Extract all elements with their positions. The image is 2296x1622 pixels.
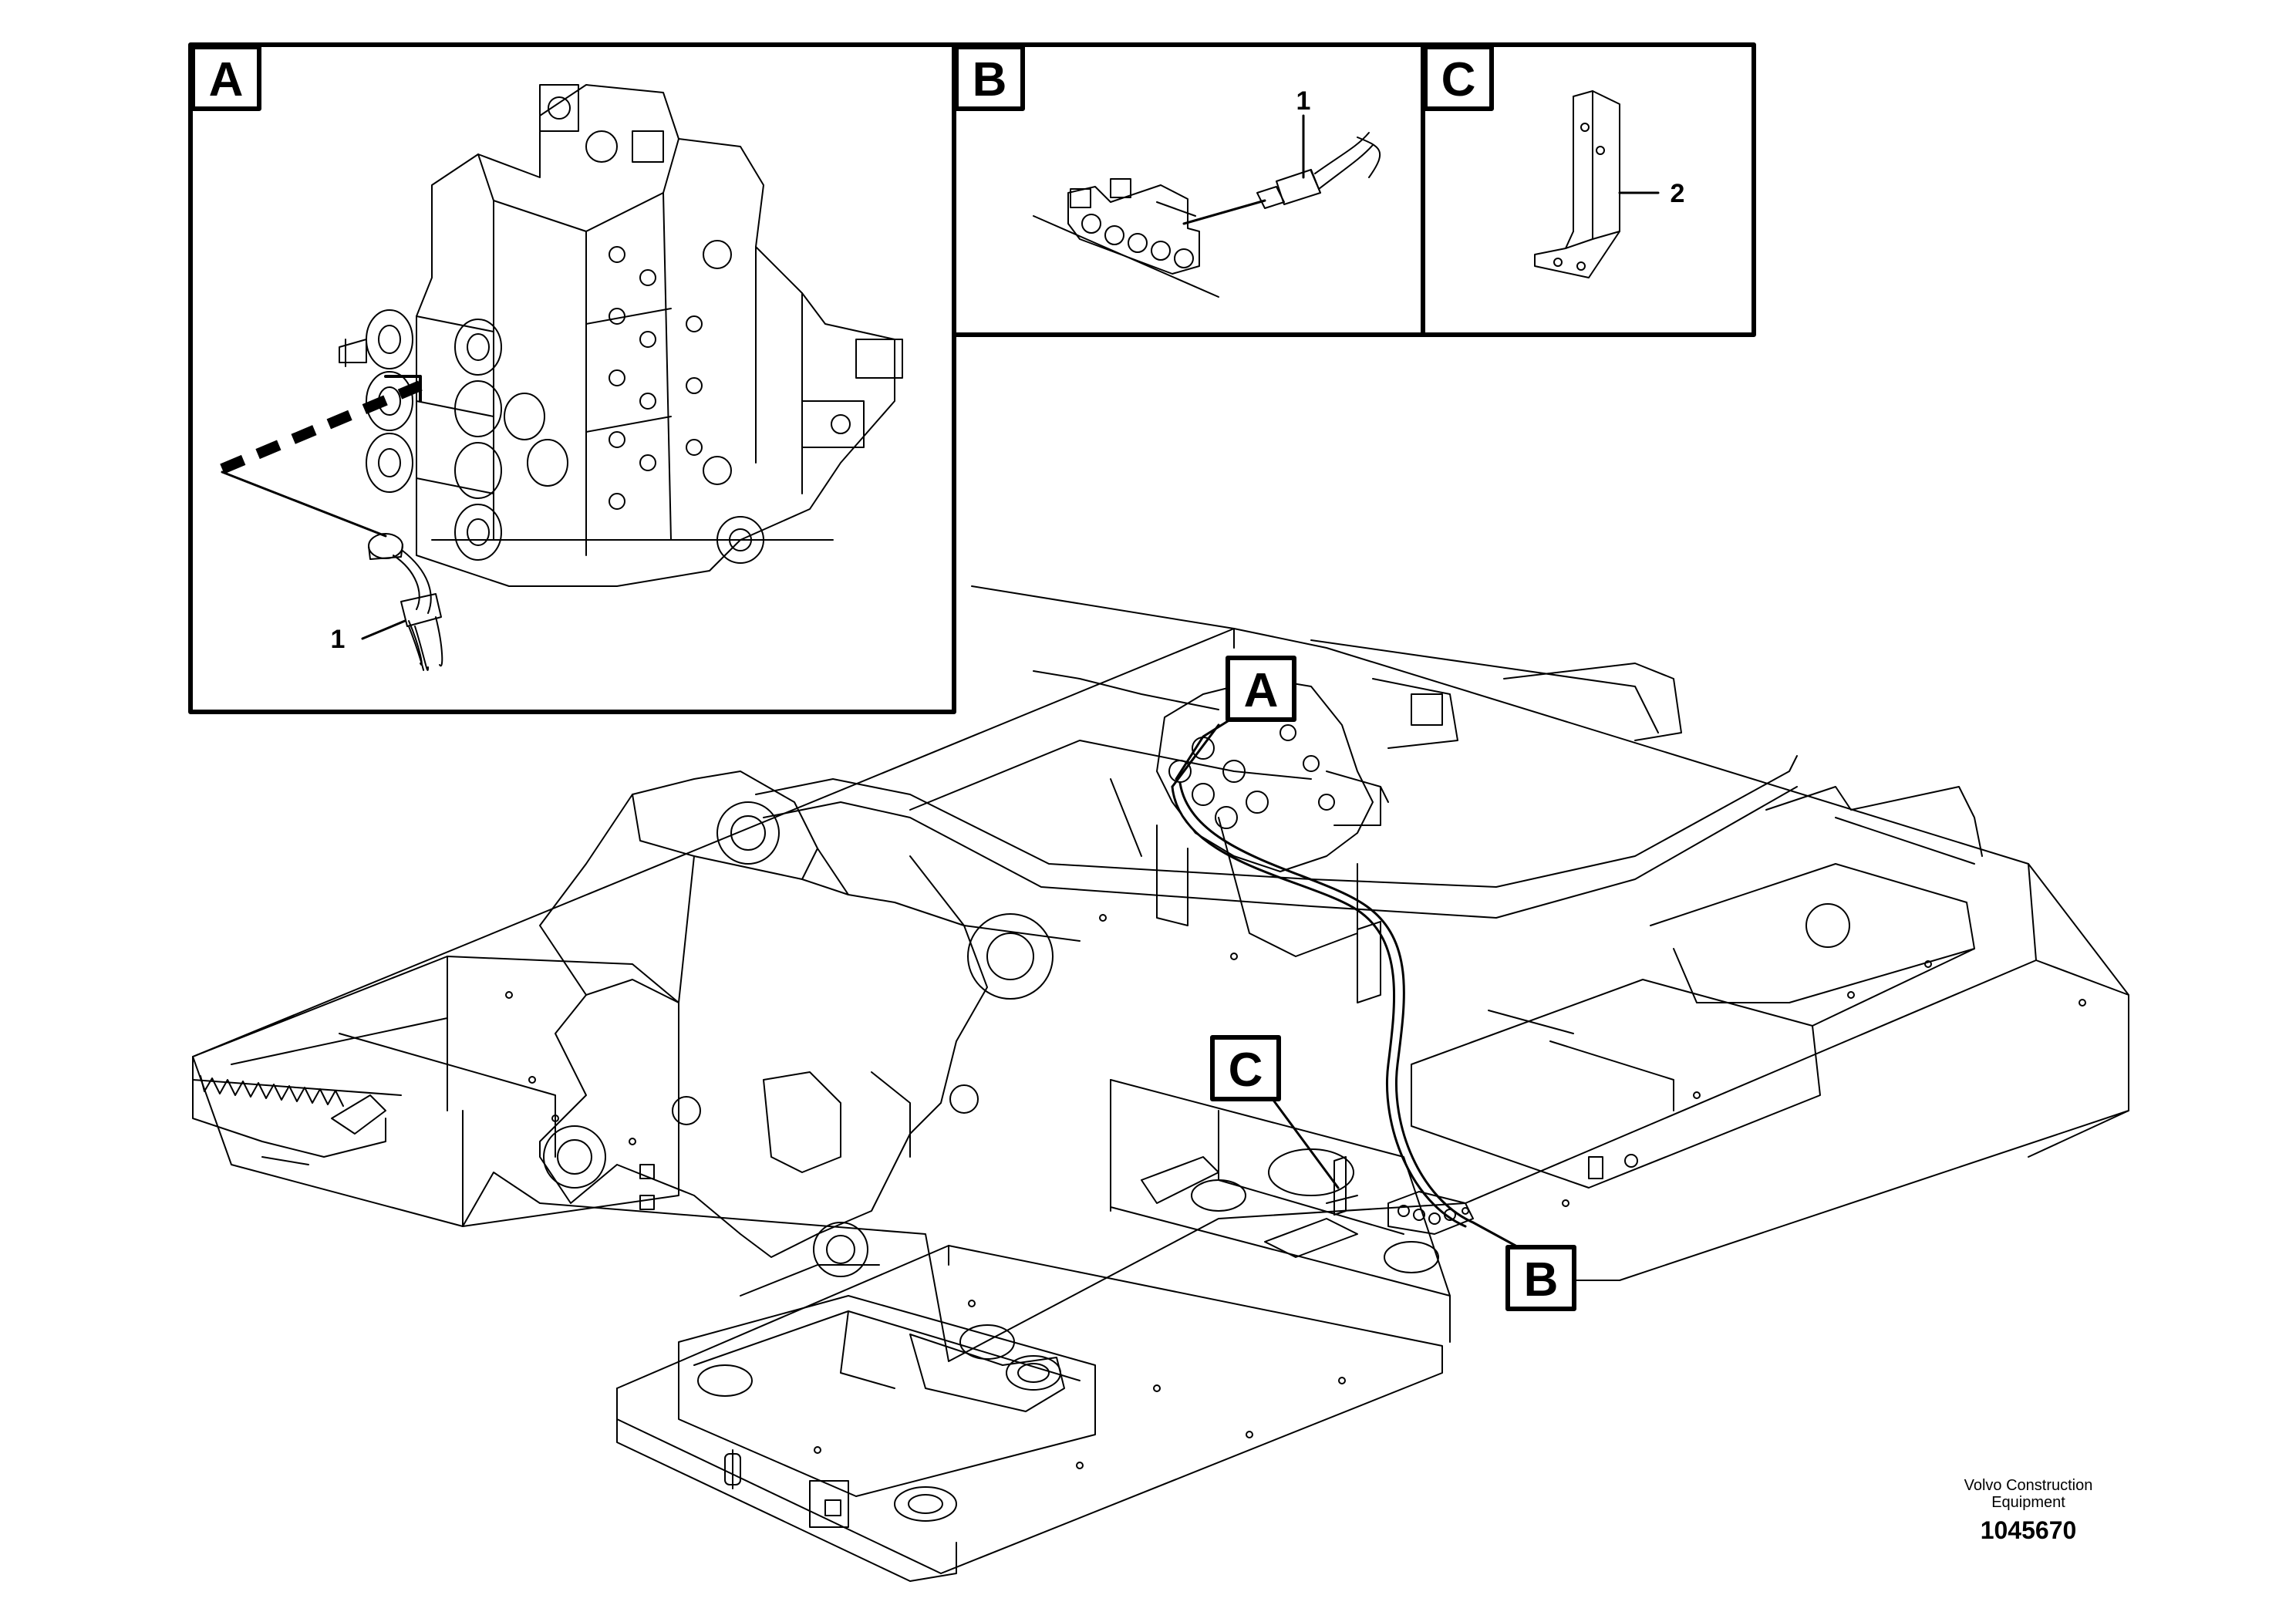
detail-panel-b: 1 B — [952, 42, 1425, 337]
detail-panel-c: 2 C — [1421, 42, 1756, 337]
part-number-label-c: 2 — [1671, 179, 1685, 208]
right-platform-plate — [1411, 863, 1975, 1189]
frame-bolt-holes — [505, 914, 2086, 1469]
callout-main-c-label: C — [1229, 1044, 1263, 1097]
control-valve-on-frame — [1156, 678, 1458, 872]
brand-caption: Volvo Construction Equipment — [1913, 1477, 2144, 1511]
callout-main-b-label: B — [1524, 1253, 1559, 1307]
leader-main-b — [1472, 1221, 1517, 1247]
detail-label-a: A — [209, 53, 244, 106]
drawing-number: 1045670 — [1980, 1516, 2077, 1544]
upper-frame-assembly — [192, 585, 2129, 1582]
hose-fitting-b — [1256, 132, 1381, 209]
manifold-on-frame — [1387, 1191, 1474, 1235]
callout-main-c: C — [1210, 1035, 1281, 1101]
hose-line-b — [1182, 199, 1266, 225]
callout-main-a: A — [1226, 656, 1296, 722]
part-number-label-a: 1 — [331, 625, 346, 654]
boom-foot-bracket — [539, 771, 1054, 1297]
left-step-section — [192, 956, 679, 1227]
bracket-on-frame — [1326, 921, 1381, 1216]
callout-main-a-label: A — [1244, 664, 1279, 717]
bracket-c — [1534, 90, 1620, 278]
detail-label-b: B — [973, 53, 1007, 106]
hose-routing-line-a — [220, 380, 423, 474]
lower-frame-section — [616, 1079, 1451, 1582]
leader-main-a — [1175, 720, 1229, 781]
manifold-block-b — [1033, 178, 1219, 298]
leader-main-c — [1271, 1098, 1340, 1189]
part-number-label-b: 1 — [1296, 86, 1311, 116]
brand-line-2: Equipment — [1991, 1494, 2065, 1511]
detail-label-c: C — [1441, 53, 1476, 106]
control-valve-block-a — [339, 84, 903, 587]
leader-line-a-1 — [361, 619, 406, 640]
callout-main-b: B — [1505, 1245, 1576, 1311]
hose-fitting-a — [368, 533, 443, 671]
brand-line-1: Volvo Construction — [1964, 1477, 2093, 1494]
detail-panel-a: 1 A — [188, 42, 956, 714]
hose-route-main — [1171, 723, 1475, 1228]
